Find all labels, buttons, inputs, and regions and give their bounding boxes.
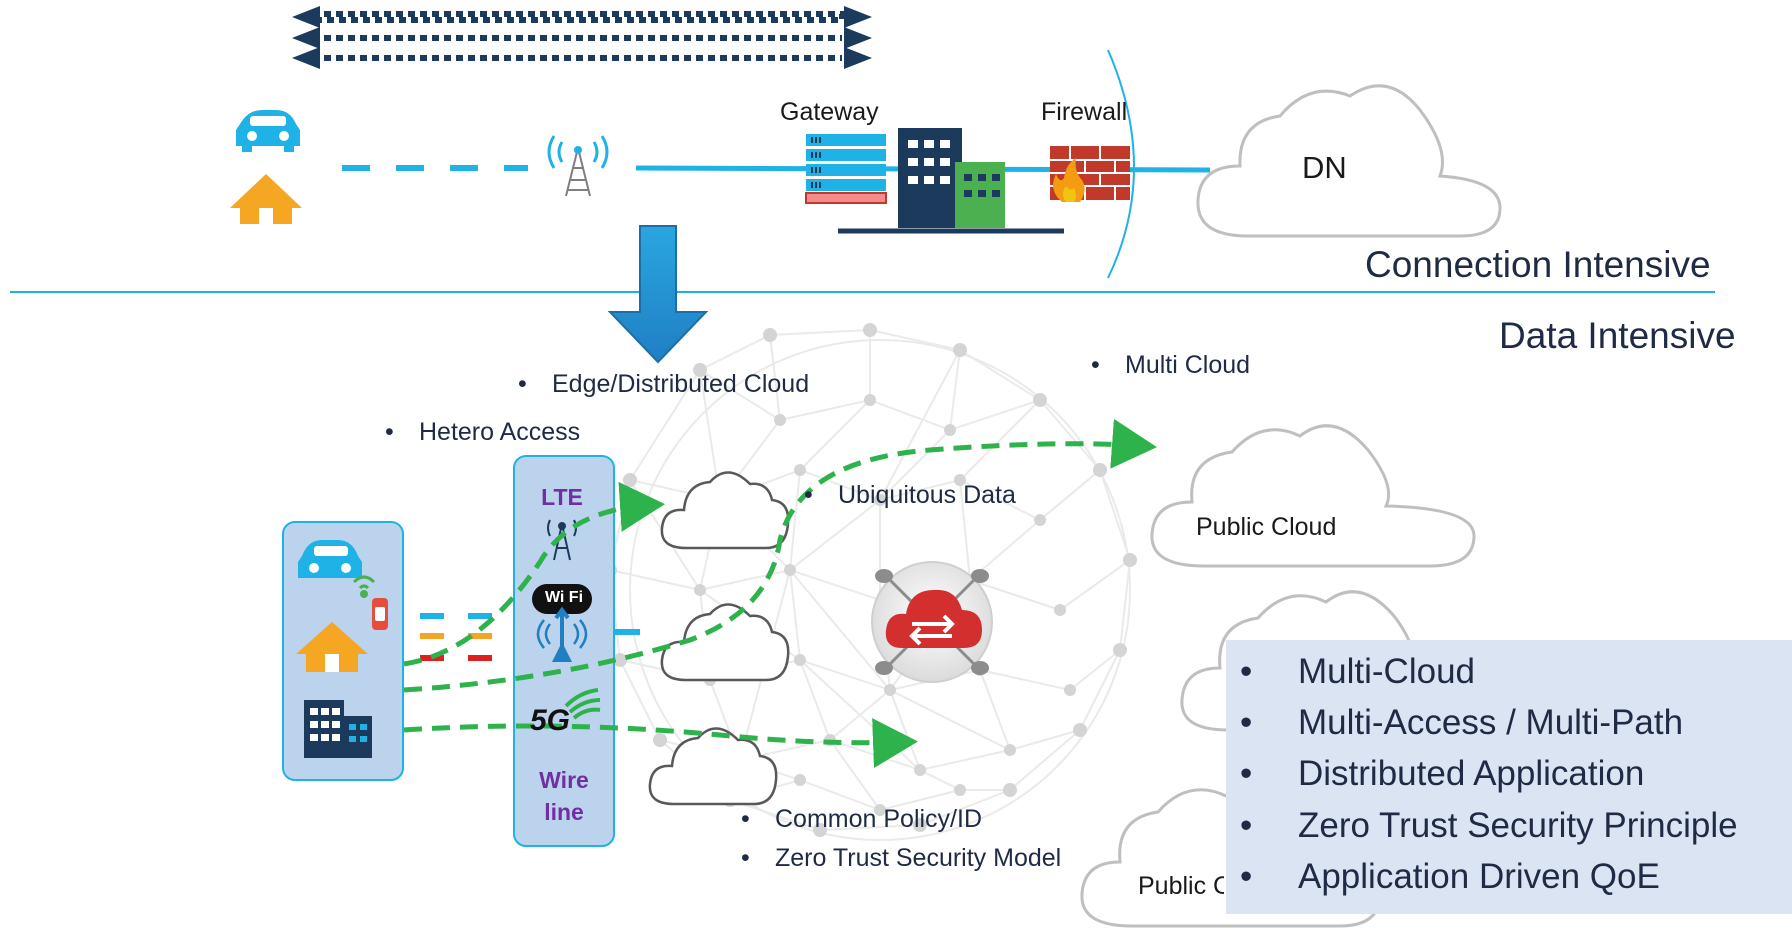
car-icon (298, 540, 362, 578)
car-icon (236, 110, 300, 152)
office-building-icon (838, 128, 1064, 234)
office-building-icon (304, 700, 372, 758)
cloud-icon (660, 471, 790, 550)
smartwatch-icon (372, 598, 388, 630)
cloud-exchange-icon (871, 561, 993, 683)
line-label: line (544, 799, 584, 825)
summary-item: •Multi-Access / Multi-Path (1240, 703, 1684, 742)
bullet-zero-trust-model: •Zero Trust Security Model (741, 844, 1062, 872)
gateway-label: Gateway (780, 98, 879, 126)
wifi-icon (352, 575, 376, 598)
summary-item: •Application Driven QoE (1240, 857, 1660, 896)
summary-item: •Zero Trust Security Principle (1240, 806, 1738, 845)
5g-icon (564, 688, 601, 720)
public-cloud-label: Public Cloud (1196, 513, 1337, 541)
wire-label: Wire (539, 767, 589, 793)
security-boundary-arc (1107, 49, 1135, 279)
summary-item: •Distributed Application (1240, 754, 1645, 793)
connection-intensive-label: Connection Intensive (1365, 244, 1711, 285)
wifi-label: Wi Fi (544, 589, 584, 606)
5g-label: 5G (529, 704, 571, 737)
bullet-common-policy: •Common Policy/ID (741, 805, 982, 833)
cloud-icon (1196, 84, 1502, 238)
bullet-hetero-access: •Hetero Access (385, 418, 581, 446)
down-arrow-icon (607, 225, 709, 364)
cloud-icon (1150, 424, 1476, 568)
house-icon (296, 622, 368, 672)
summary-panel (1226, 640, 1792, 914)
firewall-icon (1050, 146, 1130, 202)
cloud-icon (660, 603, 790, 682)
dn-label: DN (1302, 150, 1347, 185)
lte-label: LTE (541, 484, 583, 510)
cell-tower-icon (547, 135, 609, 197)
house-icon (230, 174, 302, 224)
data-flows (403, 418, 1157, 769)
wifi-icon (532, 584, 592, 662)
bullet-edge-cloud: •Edge/Distributed Cloud (518, 370, 810, 398)
cloud-icon (648, 727, 778, 806)
firewall-label: Firewall (1041, 98, 1128, 126)
server-rack-icon (805, 134, 887, 204)
public-cloud-partial-label: Public C (1138, 872, 1224, 900)
data-intensive-label: Data Intensive (1499, 315, 1736, 356)
summary-item: •Multi-Cloud (1240, 652, 1475, 691)
bullet-multi-cloud: •Multi Cloud (1091, 351, 1251, 379)
bidirectional-arrows-icon (292, 6, 872, 69)
bullet-ubiquitous-data: •Ubiquitous Data (804, 481, 1016, 509)
